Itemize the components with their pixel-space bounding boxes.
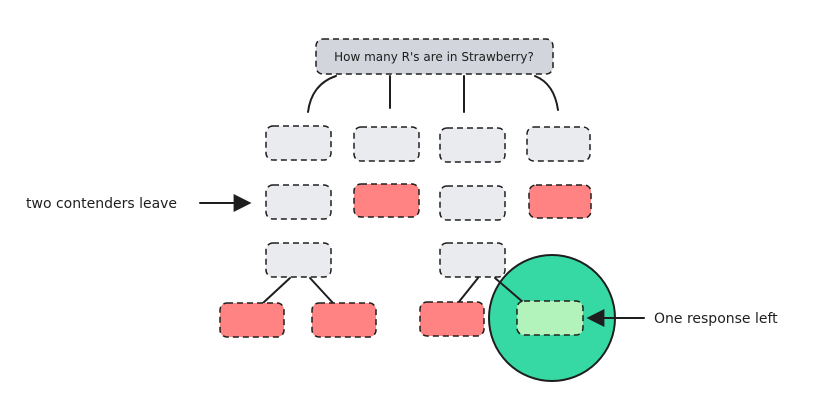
question-text: How many R's are in Strawberry? — [334, 50, 534, 64]
final-annotation: One response left — [586, 309, 778, 327]
tree-row-4 — [219, 300, 584, 338]
response-node-r1-c1 — [265, 125, 332, 161]
tree-row-1 — [265, 125, 591, 163]
final-label: One response left — [654, 311, 778, 327]
connector-q-col1 — [307, 75, 337, 113]
question-connectors — [307, 75, 559, 113]
contenders-label: two contenders leave — [26, 196, 177, 212]
contender-node-left — [265, 242, 332, 278]
response-node-r2-c3 — [439, 185, 506, 221]
contenders-annotation: two contenders leave — [26, 194, 252, 212]
contender-node-right — [439, 242, 506, 278]
tree-row-3 — [265, 242, 506, 278]
response-node-r1-c2 — [353, 126, 420, 162]
response-node-r1-c4 — [526, 126, 591, 162]
branch-connectors — [262, 277, 525, 304]
winner-node — [516, 300, 584, 336]
connector-q-col4 — [534, 75, 559, 111]
connector-left-to-red1 — [262, 277, 291, 304]
connector-right-to-red — [457, 277, 479, 304]
eliminated-node-r4-c2 — [311, 302, 377, 338]
response-node-r1-c3 — [439, 127, 506, 163]
eliminated-node-r4-c1 — [219, 302, 285, 338]
eliminated-node-r2-c4 — [528, 184, 592, 219]
tree-row-2 — [265, 183, 592, 221]
connector-left-to-red2 — [309, 277, 334, 304]
eliminated-node-r2-c2 — [353, 183, 420, 218]
connector-right-to-winner — [494, 277, 525, 304]
eliminated-node-r4-c3 — [419, 301, 485, 337]
response-node-r2-c1 — [265, 184, 332, 220]
question-node: How many R's are in Strawberry? — [315, 38, 554, 75]
